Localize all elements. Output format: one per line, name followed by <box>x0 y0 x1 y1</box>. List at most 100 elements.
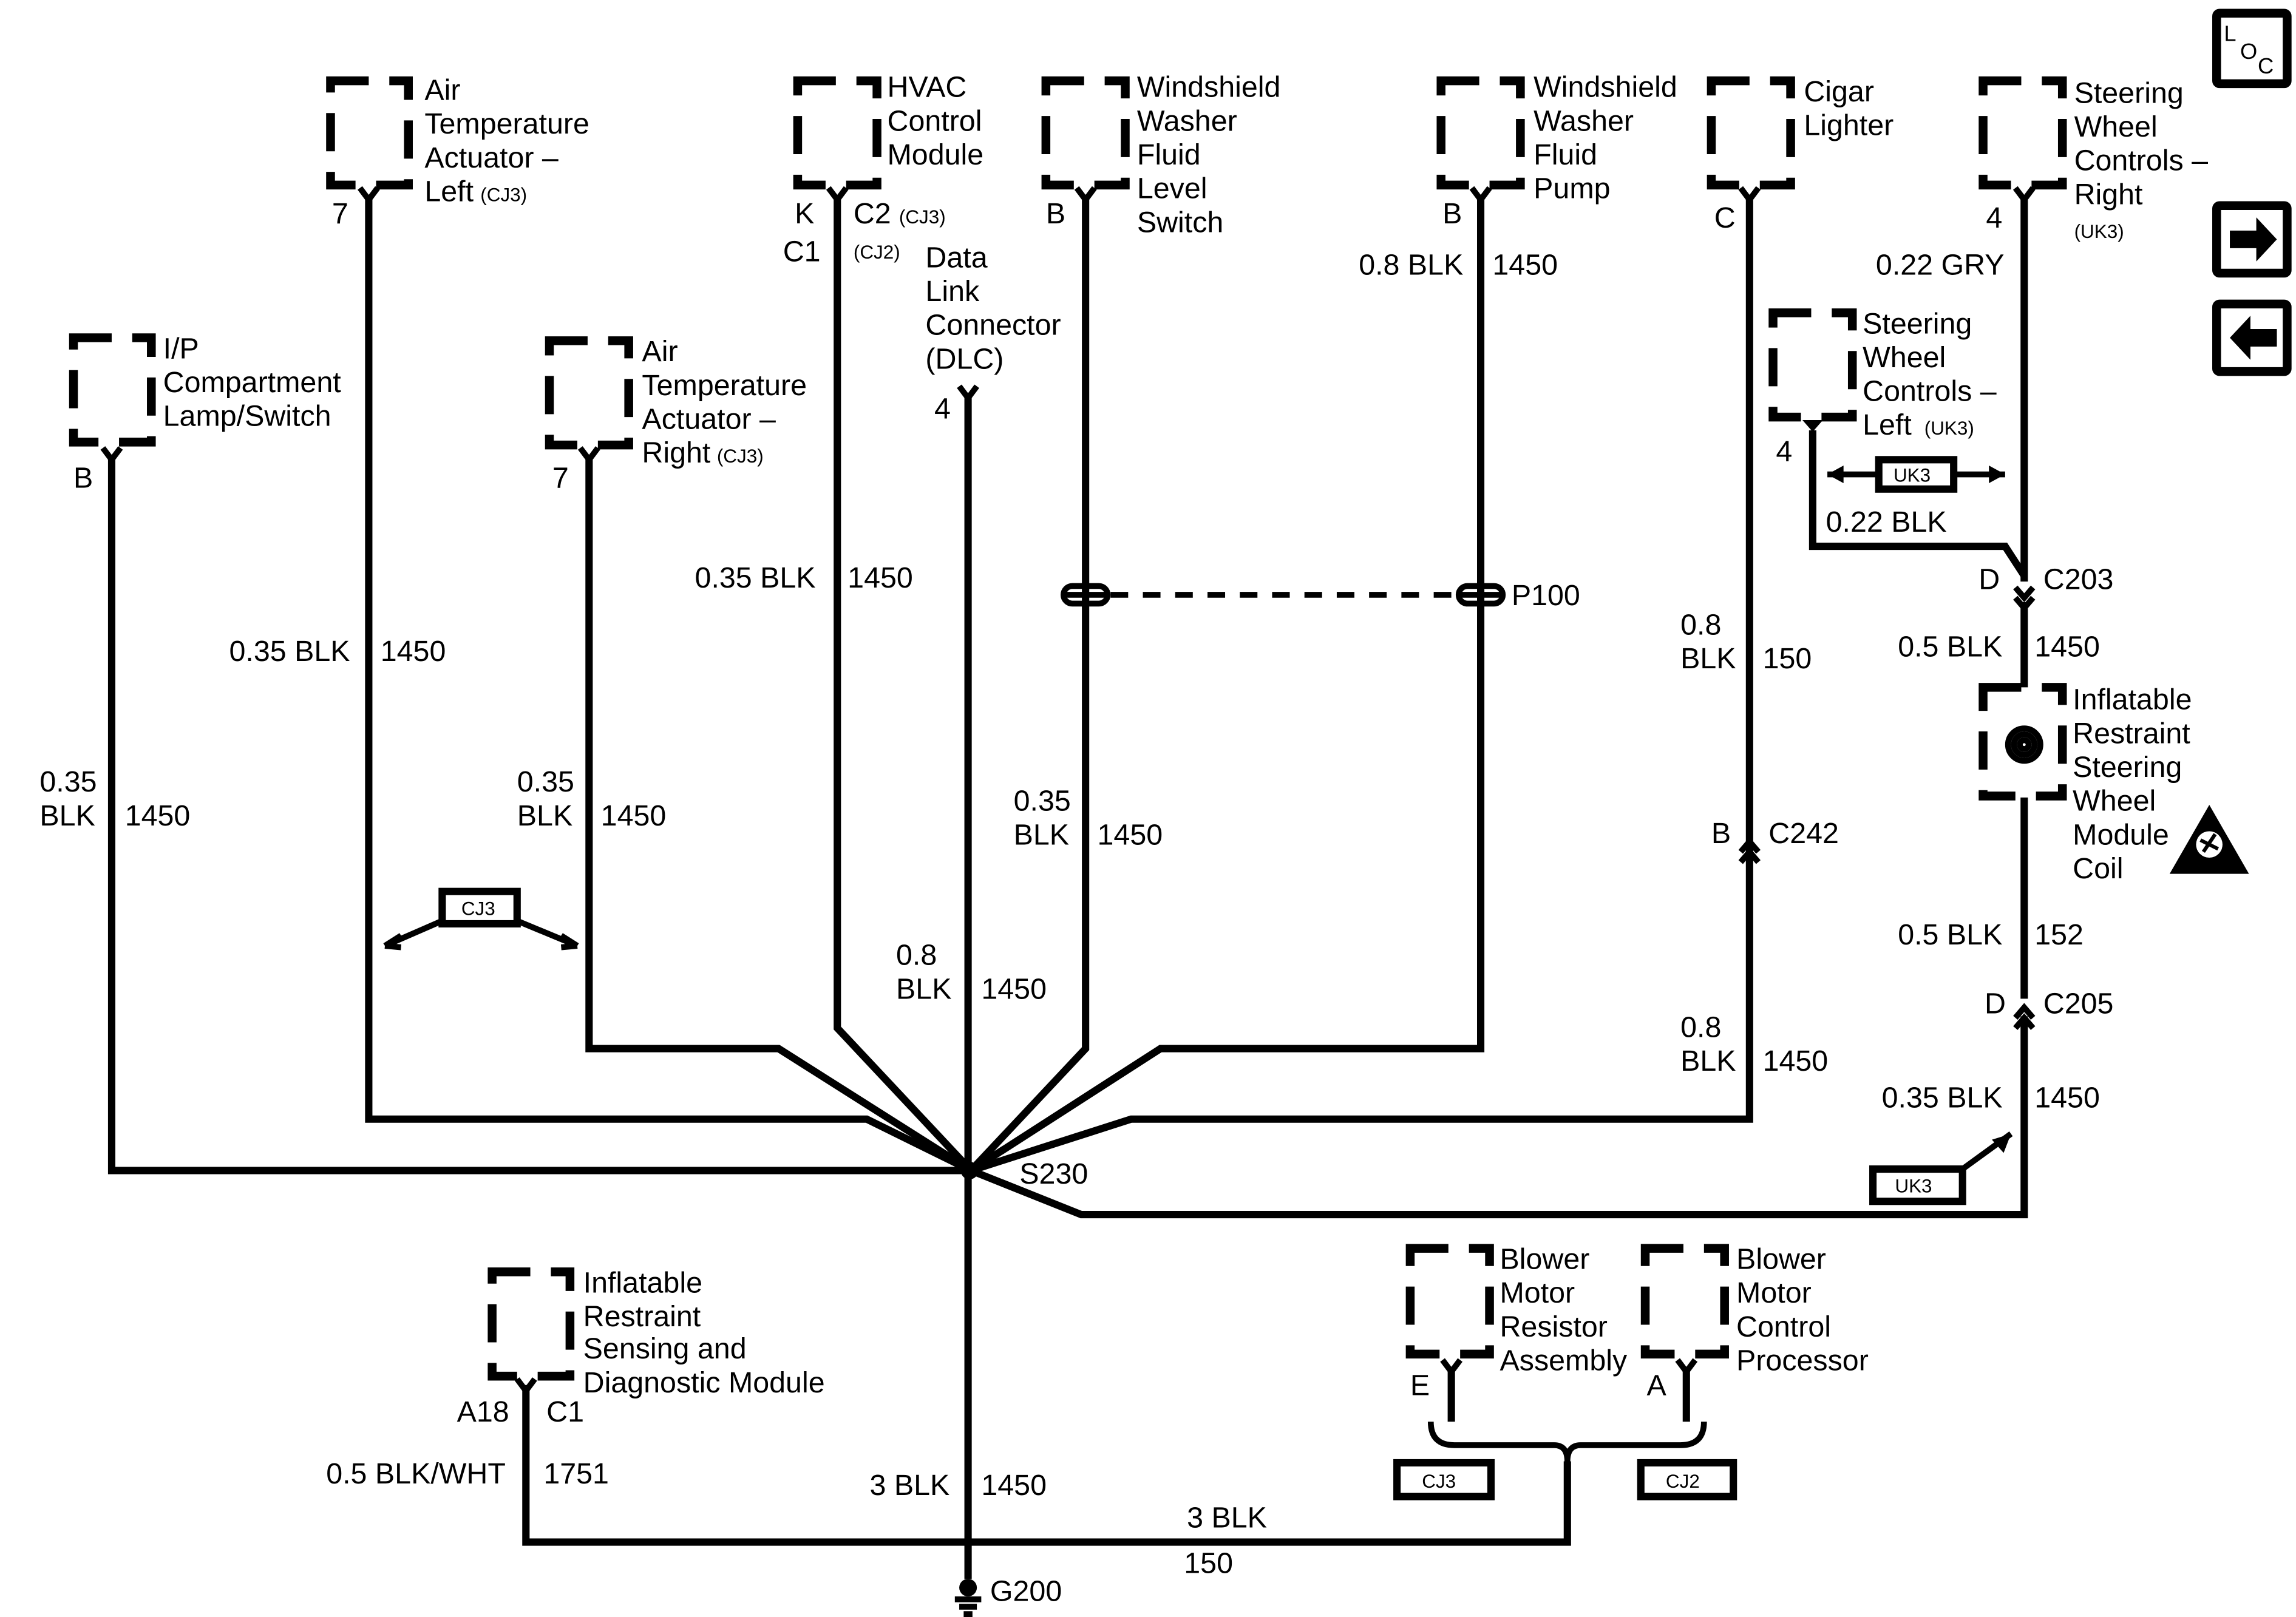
connector-c242 <box>1738 837 1761 864</box>
svg-text:3 BLK: 3 BLK <box>1187 1501 1267 1534</box>
svg-text:Windshield: Windshield <box>1137 71 1281 104</box>
svg-text:BLK: BLK <box>517 799 572 832</box>
option-tag-uk3-top: UK3 <box>1827 456 2005 493</box>
svg-text:Restraint: Restraint <box>583 1300 701 1333</box>
svg-text:Lamp/Switch: Lamp/Switch <box>163 400 331 433</box>
svg-text:BLK: BLK <box>1014 818 1069 851</box>
svg-text:Diagnostic Module: Diagnostic Module <box>583 1366 825 1399</box>
splice-s230 <box>960 1161 979 1179</box>
air-temp-right-label: Air Temperature Actuator – Right (CJ3) 7… <box>517 335 807 832</box>
hvac-label: HVAC Control Module K C2 (CJ3) C1 (CJ2) … <box>695 71 984 594</box>
terminals <box>100 186 2036 1396</box>
svg-text:B: B <box>73 461 93 494</box>
svg-text:0.35 BLK: 0.35 BLK <box>1882 1081 2003 1114</box>
blower-processor-box <box>1640 1244 1729 1359</box>
svg-text:BLK: BLK <box>896 972 951 1005</box>
svg-text:0.8: 0.8 <box>1680 1011 1721 1043</box>
svg-text:UK3: UK3 <box>1895 1176 1932 1197</box>
sdm-label: Inflatable Restraint Sensing and Diagnos… <box>326 1266 824 1490</box>
svg-text:Steering: Steering <box>2073 751 2182 784</box>
svg-text:Resistor: Resistor <box>1500 1310 1607 1343</box>
svg-text:3 BLK: 3 BLK <box>869 1469 949 1502</box>
svg-text:1450: 1450 <box>1098 818 1163 851</box>
svg-text:Wheel: Wheel <box>1863 341 1946 374</box>
svg-text:B: B <box>1711 817 1731 850</box>
svg-text:Pump: Pump <box>1533 172 1610 205</box>
svg-text:0.5 BLK: 0.5 BLK <box>1898 631 2002 663</box>
option-tag-cj3-bottom: CJ3 <box>1393 1459 1495 1500</box>
svg-text:Steering: Steering <box>1863 307 1972 340</box>
svg-text:(UK3): (UK3) <box>2074 221 2124 242</box>
sw-right-label: Steering Wheel Controls – Right (UK3) 4 … <box>1876 76 2208 281</box>
svg-text:Motor: Motor <box>1736 1276 1812 1309</box>
dlc-label: Data Link Connector (DLC) 4 0.8 BLK 1450 <box>896 241 1061 1005</box>
svg-text:C: C <box>2258 53 2274 78</box>
airbag-warning-icon <box>2169 804 2249 874</box>
previous-page-button[interactable] <box>2212 299 2292 376</box>
air-temp-left-box <box>326 76 413 190</box>
svg-text:7: 7 <box>552 461 569 494</box>
svg-text:Controls –: Controls – <box>1863 375 1997 408</box>
svg-text:A: A <box>1646 1369 1666 1402</box>
svg-text:0.8: 0.8 <box>896 939 937 972</box>
svg-text:Module: Module <box>2073 818 2169 851</box>
svg-text:0.8 BLK: 0.8 BLK <box>1359 248 1463 281</box>
svg-text:HVAC: HVAC <box>888 71 967 104</box>
blower-resistor-label: Blower Motor Resistor Assembly E <box>1410 1243 1628 1402</box>
svg-text:0.35: 0.35 <box>39 765 97 798</box>
svg-text:4: 4 <box>1986 202 2002 234</box>
svg-text:C2: C2 <box>854 197 891 230</box>
connector-c203 <box>2013 585 2036 613</box>
sw-right-box <box>1978 76 2067 190</box>
hvac-module-box <box>793 76 881 190</box>
svg-text:0.5 BLK: 0.5 BLK <box>1898 918 2002 951</box>
svg-text:BLK: BLK <box>39 799 95 832</box>
svg-text:CJ3: CJ3 <box>1422 1471 1456 1492</box>
svg-text:K: K <box>795 197 814 230</box>
svg-text:Left: Left <box>1863 408 1912 441</box>
svg-text:Air: Air <box>642 335 678 368</box>
svg-text:Wheel: Wheel <box>2074 110 2158 143</box>
arrow-right-icon <box>2230 217 2277 262</box>
svg-text:Windshield: Windshield <box>1533 71 1677 104</box>
svg-text:Left: Left <box>424 175 474 208</box>
air-temp-right-box <box>545 336 633 450</box>
svg-text:0.8: 0.8 <box>1680 608 1721 641</box>
svg-text:4: 4 <box>934 393 951 425</box>
next-page-button[interactable] <box>2212 201 2292 278</box>
svg-text:7: 7 <box>332 197 348 230</box>
svg-text:Fluid: Fluid <box>1533 138 1597 171</box>
svg-text:Processor: Processor <box>1736 1344 1869 1377</box>
svg-text:Temperature: Temperature <box>642 369 807 402</box>
svg-text:Motor: Motor <box>1500 1276 1575 1309</box>
connector-labels: D C203 B C242 D C205 <box>1711 563 2113 1020</box>
svg-text:(CJ3): (CJ3) <box>899 206 946 228</box>
blower-processor-label: Blower Motor Control Processor A <box>1646 1243 1868 1402</box>
svg-text:1450: 1450 <box>381 635 446 668</box>
cigar-lighter-box <box>1707 76 1795 190</box>
svg-text:0.5 BLK/WHT: 0.5 BLK/WHT <box>326 1457 506 1490</box>
svg-text:Restraint: Restraint <box>2073 717 2190 750</box>
svg-text:0.35 BLK: 0.35 BLK <box>229 635 350 668</box>
svg-text:Steering: Steering <box>2074 76 2184 109</box>
svg-text:(UK3): (UK3) <box>1924 418 1974 439</box>
arrow-left-icon <box>2230 316 2277 360</box>
svg-text:Right: Right <box>642 436 710 469</box>
washer-switch-label: Windshield Washer Fluid Level Switch B 0… <box>1014 71 1281 852</box>
svg-text:Air: Air <box>424 74 460 107</box>
svg-text:150: 150 <box>1763 642 1812 675</box>
svg-text:A18: A18 <box>457 1395 509 1428</box>
blower-brace <box>1427 1421 1707 1462</box>
svg-text:(CJ2): (CJ2) <box>854 242 900 263</box>
svg-text:Module: Module <box>888 138 984 171</box>
location-button[interactable]: L O C <box>2212 8 2292 89</box>
svg-text:B: B <box>1046 197 1065 230</box>
svg-text:(DLC): (DLC) <box>925 342 1004 375</box>
svg-text:Data: Data <box>925 241 987 274</box>
blower-resistor-box <box>1405 1244 1494 1359</box>
svg-text:Cigar: Cigar <box>1804 75 1874 108</box>
svg-text:Controls –: Controls – <box>2074 144 2209 177</box>
svg-text:CJ2: CJ2 <box>1666 1471 1700 1492</box>
svg-text:Switch: Switch <box>1137 206 1223 239</box>
svg-text:Assembly: Assembly <box>1500 1344 1627 1377</box>
